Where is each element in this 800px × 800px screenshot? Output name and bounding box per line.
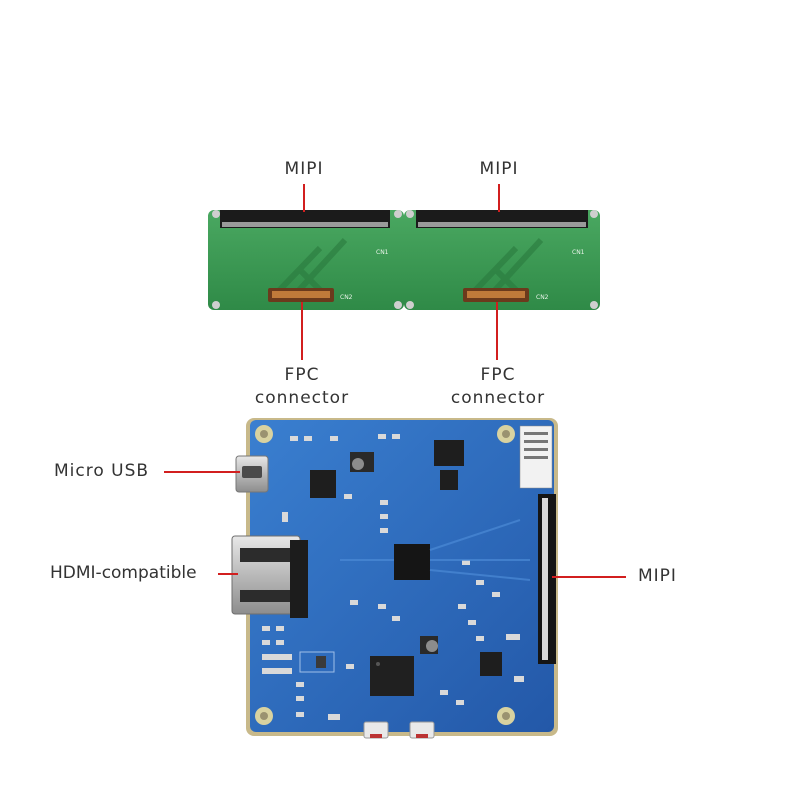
leader-mipi-left (303, 184, 305, 212)
label-mipi-right: MIPI (479, 159, 519, 179)
leader-mipi-right (498, 184, 500, 212)
label-mipi-board: MIPI (638, 566, 677, 586)
label-fpc-left-line1: FPC (284, 365, 320, 385)
leader-fpc-right (496, 302, 498, 360)
controller-board (231, 418, 558, 739)
silkscreen-cn1-right: CN1 (572, 249, 585, 256)
leader-micro-usb (164, 471, 240, 473)
silkscreen-cn1-left: CN1 (376, 249, 389, 256)
main-chip (394, 544, 430, 580)
leader-mipi-board (552, 576, 626, 578)
label-micro-usb: Micro USB (54, 461, 150, 481)
silkscreen-cn2-left: CN2 (340, 294, 353, 301)
label-fpc-left: FPC connector (255, 364, 349, 410)
silkscreen-cn2-right: CN2 (536, 294, 549, 301)
hdmi-port (231, 535, 301, 615)
leader-hdmi (218, 573, 238, 575)
adapter-board-left: CN1 CN2 (208, 210, 404, 310)
leader-fpc-left (301, 302, 303, 360)
label-hdmi: HDMI-compatible (50, 563, 197, 583)
label-mipi-left: MIPI (284, 159, 324, 179)
label-fpc-right: FPC connector (451, 364, 545, 410)
label-fpc-right-line2: connector (450, 388, 546, 408)
label-fpc-right-line1: FPC (480, 365, 516, 385)
adapter-board-right: CN1 CN2 (404, 210, 600, 310)
label-fpc-left-line2: connector (254, 388, 350, 408)
